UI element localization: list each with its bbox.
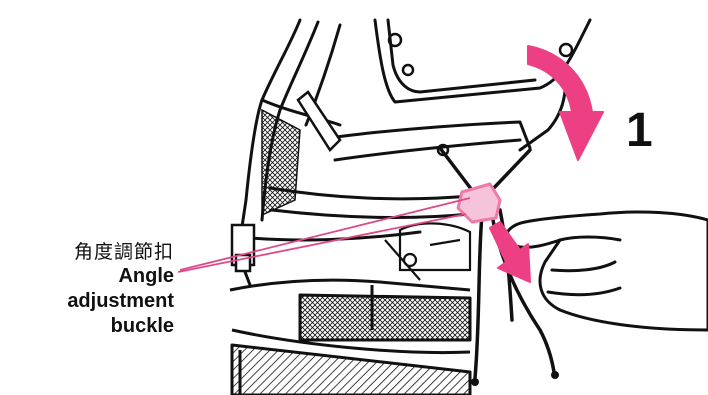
angle-adjustment-buckle [458, 184, 500, 222]
callout-label-en-line3: buckle [6, 314, 174, 339]
rotation-arrow-icon [528, 46, 603, 160]
callout-label-en-line1: Angle [6, 264, 174, 289]
callout-leader-line [178, 198, 470, 272]
step-number: 1 [626, 106, 653, 156]
inner-mechanism [385, 223, 470, 280]
side-netting [262, 110, 300, 215]
adjustment-straps [440, 148, 554, 378]
callout-label-zh: 角度調節扣 [6, 240, 174, 264]
hand [506, 212, 708, 330]
carrier-seat [230, 280, 470, 395]
buckle-callout-label: 角度調節扣 Angle adjustment buckle [6, 240, 174, 339]
callout-label-en-line2: adjustment [6, 289, 174, 314]
strap-end-tips [471, 371, 559, 386]
